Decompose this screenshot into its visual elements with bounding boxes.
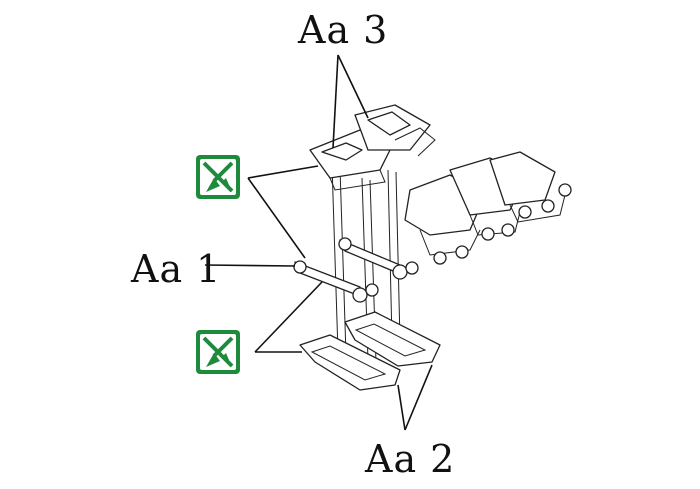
cut-icon-bottom <box>196 330 240 374</box>
track-chain-right <box>404 151 572 265</box>
track-shoe-bottom <box>299 311 441 391</box>
part-label-aa2: Aa 2 <box>365 437 456 481</box>
track-link-top <box>309 104 436 191</box>
part-label-aa1: Aa 1 <box>131 247 222 291</box>
part-label-aa3: Aa 3 <box>298 8 389 52</box>
cut-icon-top <box>196 155 240 199</box>
sprue-rails <box>331 164 401 363</box>
track-pins <box>293 237 419 303</box>
leader-lines <box>204 54 433 431</box>
